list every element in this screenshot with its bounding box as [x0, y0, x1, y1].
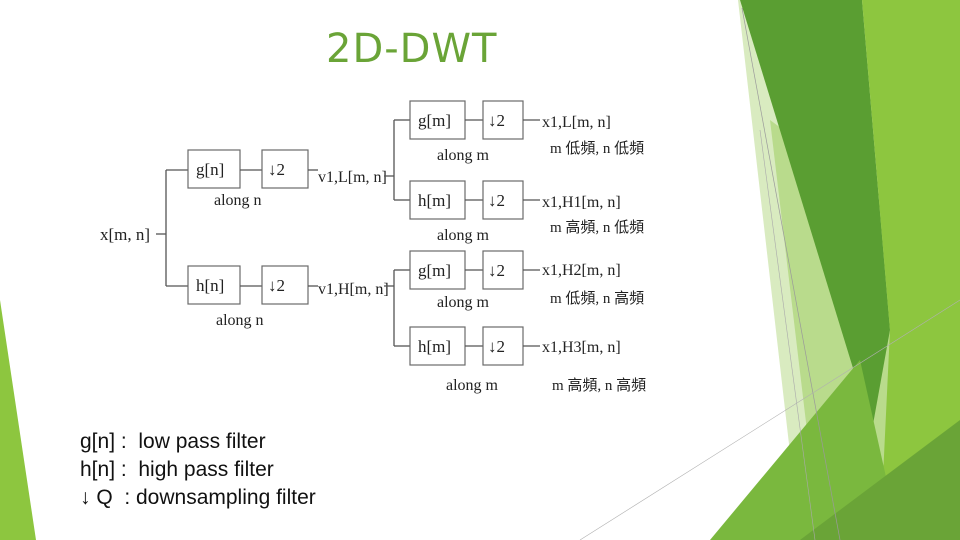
stage2-row3-down-label: ↓2: [488, 261, 505, 280]
output-4-label: x1,H3[m, n]: [542, 339, 621, 356]
slide-title: 2D-DWT: [326, 26, 498, 72]
input-label: x[m, n]: [100, 225, 150, 244]
stage2-row1-along: along m: [437, 147, 490, 164]
legend-high-pass: h[n] : high pass filter: [80, 458, 274, 481]
stage2-row4-filter-box: [409, 326, 466, 366]
legend: g[n] : low pass filter h[n] : high pass …: [80, 428, 316, 512]
deco-thin-line: [741, 7, 841, 540]
stage1-low-down-box: [261, 149, 309, 189]
stage1-low-down-label: ↓2: [268, 160, 285, 179]
output-3-label: x1,H2[m, n]: [542, 262, 621, 279]
stage1-high-down-label: ↓2: [268, 276, 285, 295]
stage1-low-along: along n: [214, 192, 262, 209]
output-1-desc: m 低頻, n 低頻: [550, 140, 644, 157]
stage1-high-output: v1,H[m, n]: [318, 281, 389, 298]
stage1-high-down-box: [261, 265, 309, 305]
stage2-row2-down-box: [482, 180, 524, 220]
output-4-desc: m 高頻, n 高頻: [552, 377, 646, 394]
stage2-row4-down-box: [482, 326, 524, 366]
stage1-low-filter-label: g[n]: [196, 160, 224, 179]
stage1-high-filter-label: h[n]: [196, 276, 224, 295]
legend-downsampling: ↓ Q : downsampling filter: [80, 486, 316, 509]
stage1-low-filter-box: [187, 149, 241, 189]
stage2-row3-filter-label: g[m]: [418, 261, 451, 280]
right-bottom-panel-2: [800, 420, 960, 540]
stage2-row2-filter-label: h[m]: [418, 191, 451, 210]
output-2-desc: m 高頻, n 低頻: [550, 219, 644, 236]
deco-thin-line-2: [759, 129, 816, 540]
stage2-row3-filter-box: [409, 250, 466, 290]
stage2-row2-down-label: ↓2: [488, 191, 505, 210]
stage2-row4-filter-label: h[m]: [418, 337, 451, 356]
stage2-row1-filter-label: g[m]: [418, 111, 451, 130]
deco-thin-line-3: [579, 299, 960, 540]
stage2-row2-along: along m: [437, 227, 490, 244]
stage2-row2-filter-box: [409, 180, 466, 220]
stage2-row1-down-box: [482, 100, 524, 140]
stage2-row1-down-label: ↓2: [488, 111, 505, 130]
output-1-label: x1,L[m, n]: [542, 114, 611, 131]
stage2-row3-along: along m: [437, 294, 490, 311]
right-dark-panel: [740, 0, 890, 430]
stage2-row4-along: along m: [446, 377, 499, 394]
stage2-row4-down-label: ↓2: [488, 337, 505, 356]
stage1-low-output: v1,L[m, n]: [318, 169, 387, 186]
stage1-high-filter-box: [187, 265, 241, 305]
output-3-desc: m 低頻, n 高頻: [550, 290, 644, 307]
right-bottom-panel: [710, 360, 900, 540]
stage1-high-along: along n: [216, 312, 264, 329]
legend-low-pass: g[n] : low pass filter: [80, 430, 266, 453]
right-bright-panel: [862, 0, 960, 540]
output-2-label: x1,H1[m, n]: [542, 194, 621, 211]
left-accent-stripe: [0, 300, 36, 540]
stage2-row3-down-box: [482, 250, 524, 290]
